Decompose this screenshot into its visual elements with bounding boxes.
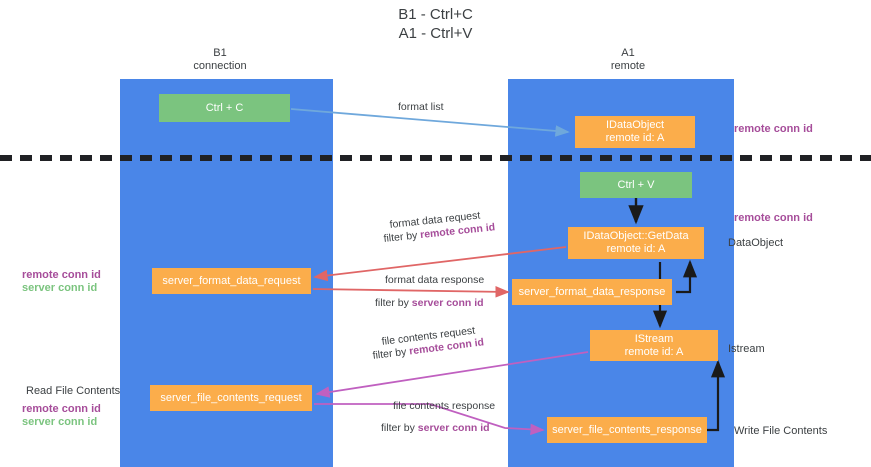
- node-getdata-label: IDataObject::GetData: [583, 230, 689, 242]
- lane-a1-role: remote: [610, 60, 646, 72]
- filter-prefix: filter by: [381, 422, 418, 434]
- annotation-left-server-conn-id-bottom: server conn id: [22, 416, 98, 428]
- annotation-remote-conn-id-top: remote conn id: [734, 123, 813, 135]
- filter-prefix: filter by: [375, 297, 412, 309]
- node-server-format-data-request[interactable]: server_format_data_request: [152, 268, 311, 294]
- lane-b1-header: B1 connection: [150, 47, 290, 73]
- node-ctrl-c-label: Ctrl + C: [205, 101, 244, 114]
- node-getdata-sub: remote id: A: [606, 243, 666, 255]
- node-idataobject-label: IDataObject: [605, 119, 665, 131]
- node-istream-label: IStream: [634, 332, 674, 345]
- node-server-format-data-response-label: server_format_data_response: [518, 285, 666, 298]
- node-istream[interactable]: IStream remote id: A: [590, 330, 718, 361]
- node-ctrl-v-label: Ctrl + V: [617, 178, 655, 191]
- label-format-data-response: format data response: [385, 274, 485, 286]
- node-server-file-contents-request-label: server_file_contents_request: [160, 391, 302, 404]
- filter-key-server-conn-id: server conn id: [411, 297, 484, 309]
- title-line-1: B1 - Ctrl+C: [398, 6, 473, 23]
- node-server-file-contents-response-label: server_file_contents_response: [552, 423, 702, 436]
- node-server-format-data-request-label: server_format_data_request: [162, 274, 301, 287]
- annotation-write-file-contents: Write File Contents: [734, 425, 828, 437]
- diagram-title: B1 - Ctrl+C A1 - Ctrl+V: [0, 5, 871, 43]
- annotation-left-remote-conn-id-top: remote conn id: [22, 269, 101, 281]
- annotation-istream: Istream: [728, 343, 765, 355]
- node-server-file-contents-request[interactable]: server_file_contents_request: [150, 385, 312, 411]
- filter-prefix: filter by: [383, 229, 421, 245]
- annotation-read-file-contents: Read File Contents: [26, 385, 121, 397]
- node-server-file-contents-response[interactable]: server_file_contents_response: [547, 417, 707, 443]
- filter-key-server-conn-id: server conn id: [417, 422, 490, 434]
- node-ctrl-v[interactable]: Ctrl + V: [580, 172, 692, 198]
- lane-b1-role: connection: [193, 60, 247, 72]
- lane-a1-header: A1 remote: [558, 47, 698, 73]
- label-format-data-response-filter: filter by server conn id: [375, 297, 484, 310]
- label-format-list: format list: [398, 101, 444, 113]
- label-file-contents-response: file contents response: [393, 400, 496, 412]
- annotation-remote-conn-id-mid: remote conn id: [734, 212, 813, 224]
- annotation-left-server-conn-id-top: server conn id: [22, 282, 98, 294]
- node-server-format-data-response[interactable]: server_format_data_response: [512, 279, 672, 305]
- annotation-dataobject: DataObject: [728, 237, 784, 249]
- lane-a1-name: A1: [621, 47, 635, 59]
- node-idataobject-sub: remote id: A: [605, 132, 665, 144]
- annotation-left-remote-conn-id-bottom: remote conn id: [22, 403, 101, 415]
- filter-prefix: filter by: [372, 345, 410, 362]
- node-idataobject[interactable]: IDataObject remote id: A: [575, 116, 695, 148]
- node-istream-sub: remote id: A: [624, 345, 684, 358]
- node-ctrl-c[interactable]: Ctrl + C: [159, 94, 290, 122]
- node-idataobject-getdata[interactable]: IDataObject::GetData remote id: A: [568, 227, 704, 259]
- phase-divider: [0, 155, 871, 161]
- label-file-contents-response-filter: filter by server conn id: [381, 422, 490, 435]
- lane-b1-name: B1: [213, 47, 227, 59]
- title-line-2: A1 - Ctrl+V: [398, 25, 473, 42]
